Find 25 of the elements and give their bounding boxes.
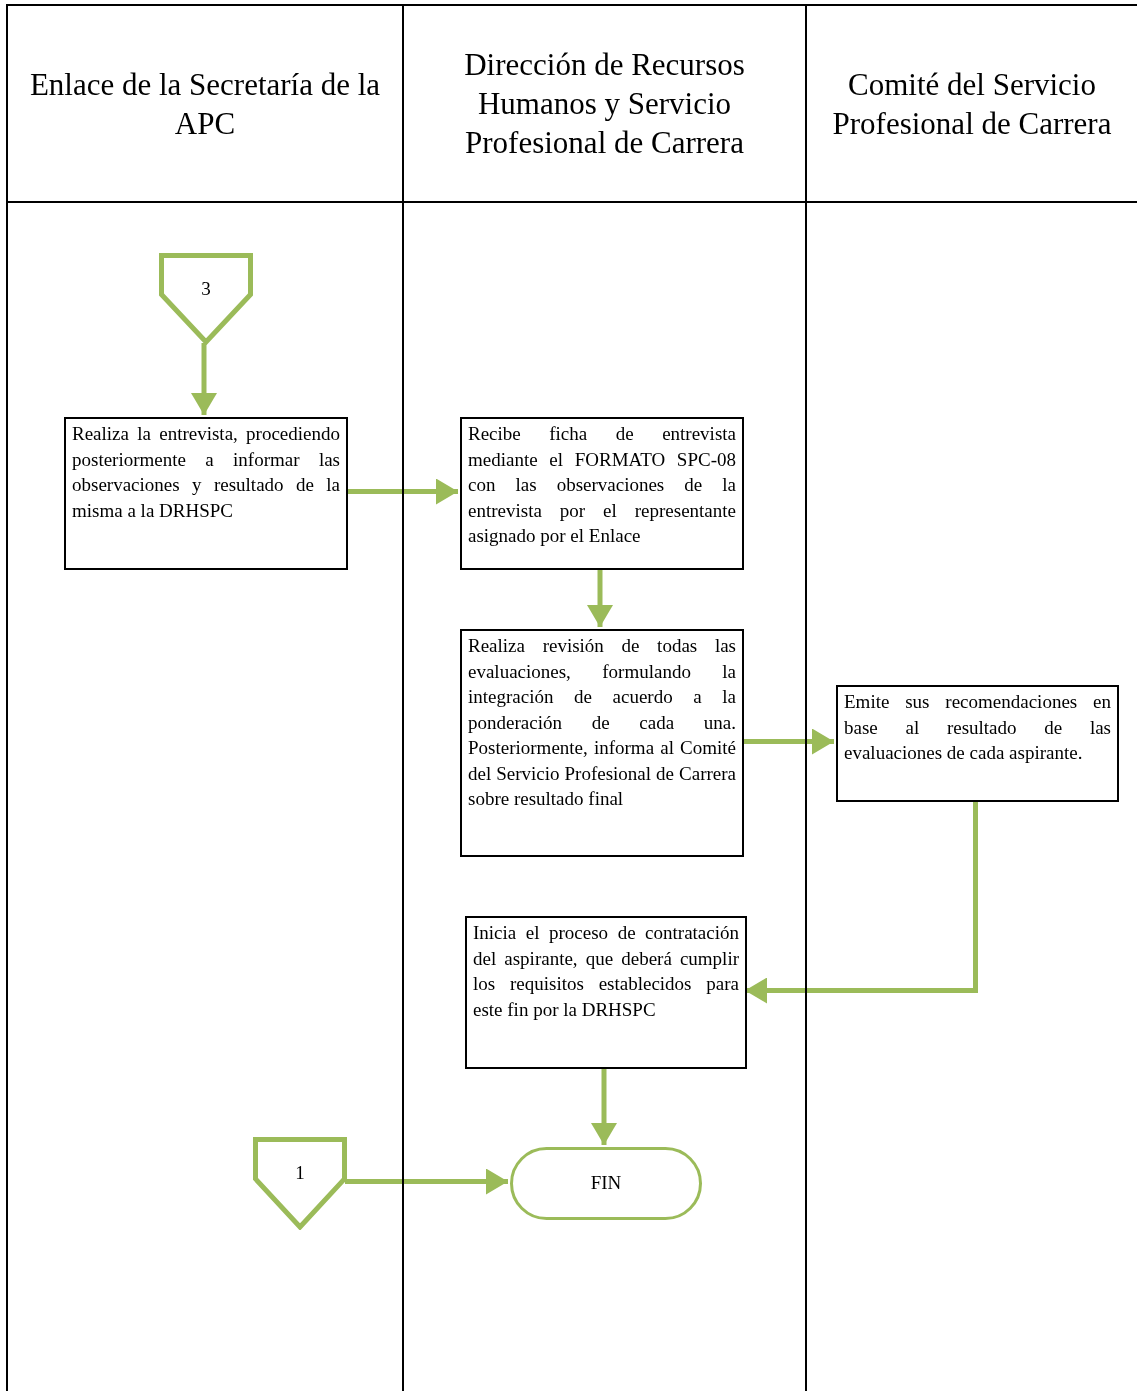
- off-page-connector: [253, 1137, 347, 1230]
- lane-heading: Dirección de Recursos Humanos y Servicio Profesional de Carrera: [463, 46, 746, 162]
- process-box: [460, 417, 744, 570]
- connector-number: 1: [295, 1161, 305, 1185]
- swimlane: [402, 4, 805, 1391]
- process-box: [460, 629, 744, 857]
- arrow: [345, 1168, 508, 1195]
- process-text: Realiza la entrevista, procediendo posteriormente a informar las observaciones y resultado de la misma a la DRHSPC: [72, 422, 340, 523]
- arrow: [191, 343, 217, 415]
- lane-heading: Enlace de la Secretaría de la APC: [28, 65, 382, 143]
- process-text: Inicia el proceso de contratación del aspirante, que deberá cumplir los requisitos establecidos para este fin por la DRHSPC: [473, 921, 739, 1022]
- terminal-text: FIN: [590, 1171, 622, 1196]
- off-page-connector: [159, 253, 253, 345]
- process-box: [64, 417, 348, 570]
- process-text: Emite sus recomendaciones en base al resultado de las evaluaciones de cada aspirante.: [844, 690, 1111, 765]
- process-box: [836, 685, 1119, 802]
- lane-heading: Comité del Servicio Profesional de Carrera: [831, 65, 1113, 143]
- process-text: Realiza revisión de todas las evaluaciones, formulando la integración de acuerdo a la ponderación de cada una. Posteriormente, informa al Comité del Servicio Profesional de Carrera sobre resultado final: [468, 634, 736, 811]
- swimlane: [805, 4, 1137, 1391]
- process-text: Recibe ficha de entrevista mediante el FORMATO SPC-08 con las observaciones de la entrevista por el representante asignado por el Enlace: [468, 422, 736, 548]
- process-box: [465, 916, 747, 1069]
- arrow: [587, 568, 613, 627]
- connector-number: 3: [201, 277, 211, 301]
- swimlane: [6, 4, 402, 1391]
- arrow: [591, 1067, 617, 1145]
